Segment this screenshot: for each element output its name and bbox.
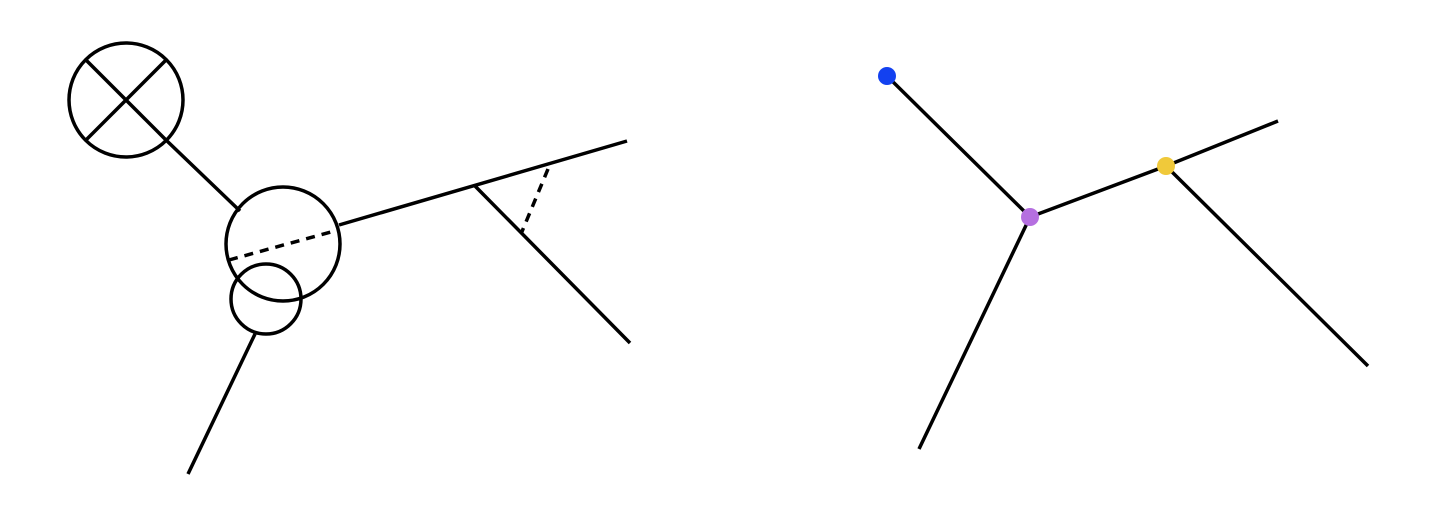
right-diagram bbox=[878, 67, 1370, 450]
crossed-circle-vertex bbox=[67, 41, 185, 159]
purple-center-vertex-dot bbox=[1021, 208, 1039, 226]
crossed-circle-diagonal-2 bbox=[84, 58, 168, 142]
yellow-vertex-dot bbox=[1157, 157, 1175, 175]
line-small-circle-down bbox=[186, 333, 257, 475]
dashed-propagator bbox=[228, 228, 339, 262]
large-circle-vertex bbox=[224, 185, 342, 303]
line-center-to-yellow bbox=[1029, 164, 1167, 219]
line-yellow-down-right bbox=[1164, 164, 1370, 368]
left-diagram bbox=[67, 41, 632, 475]
dashed-triangle-line bbox=[519, 168, 550, 235]
blue-endpoint-dot bbox=[878, 67, 896, 85]
line-crossed-to-large-circle bbox=[164, 138, 242, 213]
line-blue-to-center bbox=[885, 74, 1032, 219]
line-yellow-to-top-right bbox=[1165, 119, 1279, 168]
line-branch-down-right bbox=[473, 184, 632, 345]
line-large-circle-right bbox=[338, 139, 628, 227]
line-center-down bbox=[917, 216, 1032, 450]
